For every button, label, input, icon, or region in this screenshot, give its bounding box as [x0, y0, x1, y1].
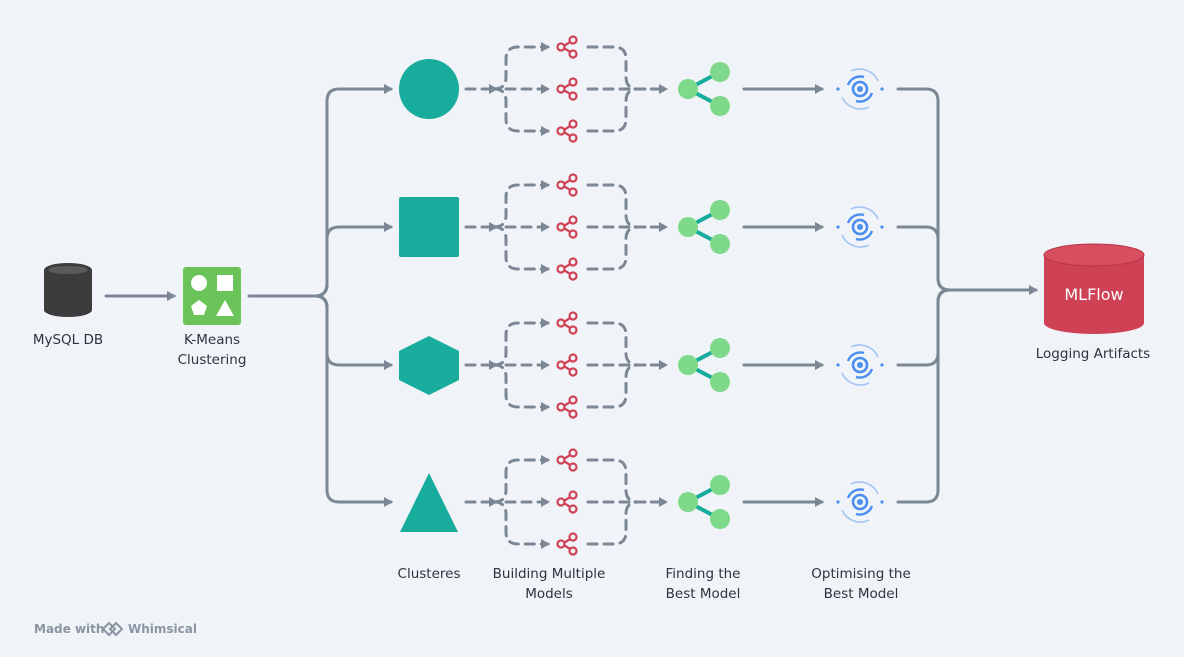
shapes-icon: [183, 267, 241, 325]
edge-models-bot-3: [492, 363, 550, 412]
edge-opt-1-to-mlflow: [896, 87, 1038, 295]
edge-opt-2-to-mlflow: [896, 225, 952, 292]
optimise-4-target-icon: [836, 481, 884, 523]
edge-merge-bot-4: [586, 500, 640, 546]
edge-merge-top-3: [586, 321, 668, 367]
mlflow-cylinder-icon: [1043, 243, 1145, 334]
model-4-b-share-icon: [556, 490, 578, 514]
model-1-c-share-icon: [556, 119, 578, 143]
edge-kmeans-to-cluster-2: [313, 222, 393, 298]
optimise-1-target-icon: [836, 68, 884, 110]
cluster-circle: [399, 59, 459, 119]
edge-merge-bot-3: [586, 363, 640, 409]
cluster-triangle: [400, 473, 458, 532]
logging-artifacts-label: Logging Artifacts: [1035, 346, 1151, 362]
best-model-2-share-node-icon: [678, 200, 730, 254]
model-1-b-share-icon: [556, 77, 578, 101]
model-3-b-share-icon: [556, 353, 578, 377]
model-3-a-share-icon: [556, 311, 578, 335]
model-2-c-share-icon: [556, 257, 578, 281]
edge-merge-bot-1: [586, 87, 640, 133]
building-models-column-label: Building Multiple Models: [492, 566, 606, 602]
whimsical-logo-icon: [101, 621, 124, 637]
edge-models-top-3: [492, 318, 550, 367]
edge-merge-bot-2: [586, 225, 640, 271]
database-icon: [44, 263, 92, 317]
made-with-text: Made with: [34, 622, 105, 636]
best-model-3-share-node-icon: [678, 338, 730, 392]
edge-models-bot-4: [492, 500, 550, 549]
whimsical-brand-text: Whimsical: [128, 622, 197, 636]
best-model-4-share-node-icon: [678, 475, 730, 529]
optimising-best-model-column-label: Optimising the Best Model: [811, 566, 911, 602]
cluster-hexagon: [399, 336, 459, 395]
edge-models-top-1: [492, 42, 550, 91]
edge-merge-top-4: [586, 458, 668, 504]
clusters-column-label: Clusteres: [397, 566, 461, 582]
edge-models-top-2: [492, 180, 550, 229]
edge-opt-3-to-mlflow: [896, 288, 952, 367]
best-model-1-share-node-icon: [678, 62, 730, 116]
edge-models-bot-2: [492, 225, 550, 274]
model-1-a-share-icon: [556, 35, 578, 59]
finding-best-model-column-label: Finding the Best Model: [665, 566, 741, 602]
model-3-c-share-icon: [556, 395, 578, 419]
model-2-a-share-icon: [556, 173, 578, 197]
mlflow-label: MLFlow: [1064, 285, 1124, 304]
cluster-square: [399, 197, 459, 257]
model-4-c-share-icon: [556, 532, 578, 556]
edge-merge-top-1: [586, 45, 668, 91]
model-2-b-share-icon: [556, 215, 578, 239]
kmeans-label: K-Means Clustering: [177, 332, 247, 368]
edge-models-top-4: [492, 455, 550, 504]
edge-merge-top-2: [586, 183, 668, 229]
edge-opt-4-to-mlflow: [896, 288, 952, 504]
edge-models-bot-1: [492, 87, 550, 136]
edge-kmeans-to-cluster-1: [247, 84, 393, 298]
model-4-a-share-icon: [556, 448, 578, 472]
optimise-2-target-icon: [836, 206, 884, 248]
edge-kmeans-to-cluster-4: [313, 294, 393, 507]
optimise-3-target-icon: [836, 344, 884, 386]
mysql-label: MySQL DB: [32, 332, 104, 348]
